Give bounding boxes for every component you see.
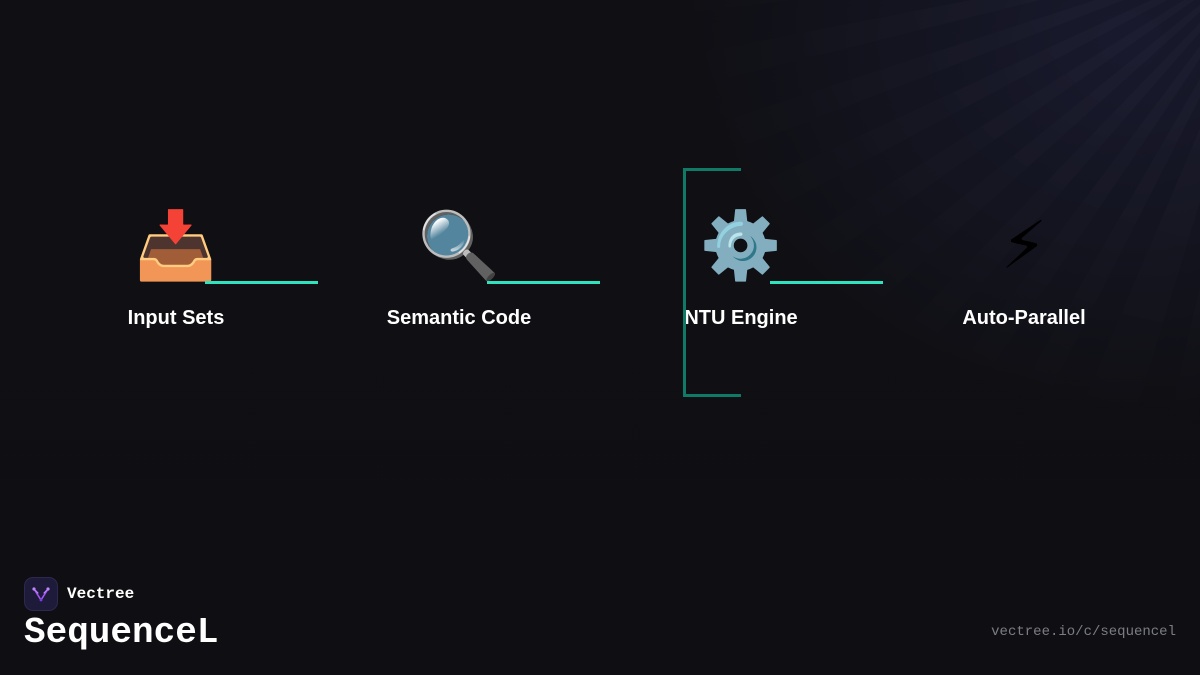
connector-line-3 [770, 281, 883, 284]
product-title: SequenceL [24, 612, 219, 653]
step-ntu-engine: ⚙️ NTU Engine [631, 200, 851, 330]
step-semantic-code: 🔍 Semantic Code [349, 200, 569, 330]
footer-url: vectree.io/c/sequencel [991, 624, 1176, 640]
gear-icon: ⚙️ [699, 208, 783, 282]
inbox-tray-icon: 📥 [134, 208, 218, 282]
connector-line-1 [205, 281, 318, 284]
vectree-logo-mark [32, 587, 50, 602]
connector-line-2 [487, 281, 600, 284]
brand-row: Vectree [24, 577, 134, 611]
step-input-sets: 📥 Input Sets [66, 200, 286, 330]
step-label: NTU Engine [684, 307, 798, 329]
step-auto-parallel: ⚡ Auto-Parallel [914, 200, 1134, 330]
vectree-logo-icon [24, 577, 58, 611]
magnifier-icon: 🔍 [417, 208, 501, 282]
step-label: Input Sets [127, 307, 225, 329]
highlight-bracket [683, 168, 741, 397]
step-label: Semantic Code [386, 307, 532, 329]
brand-name: Vectree [67, 585, 135, 603]
step-label: Auto-Parallel [962, 307, 1086, 329]
lightning-icon: ⚡ [1000, 208, 1048, 282]
